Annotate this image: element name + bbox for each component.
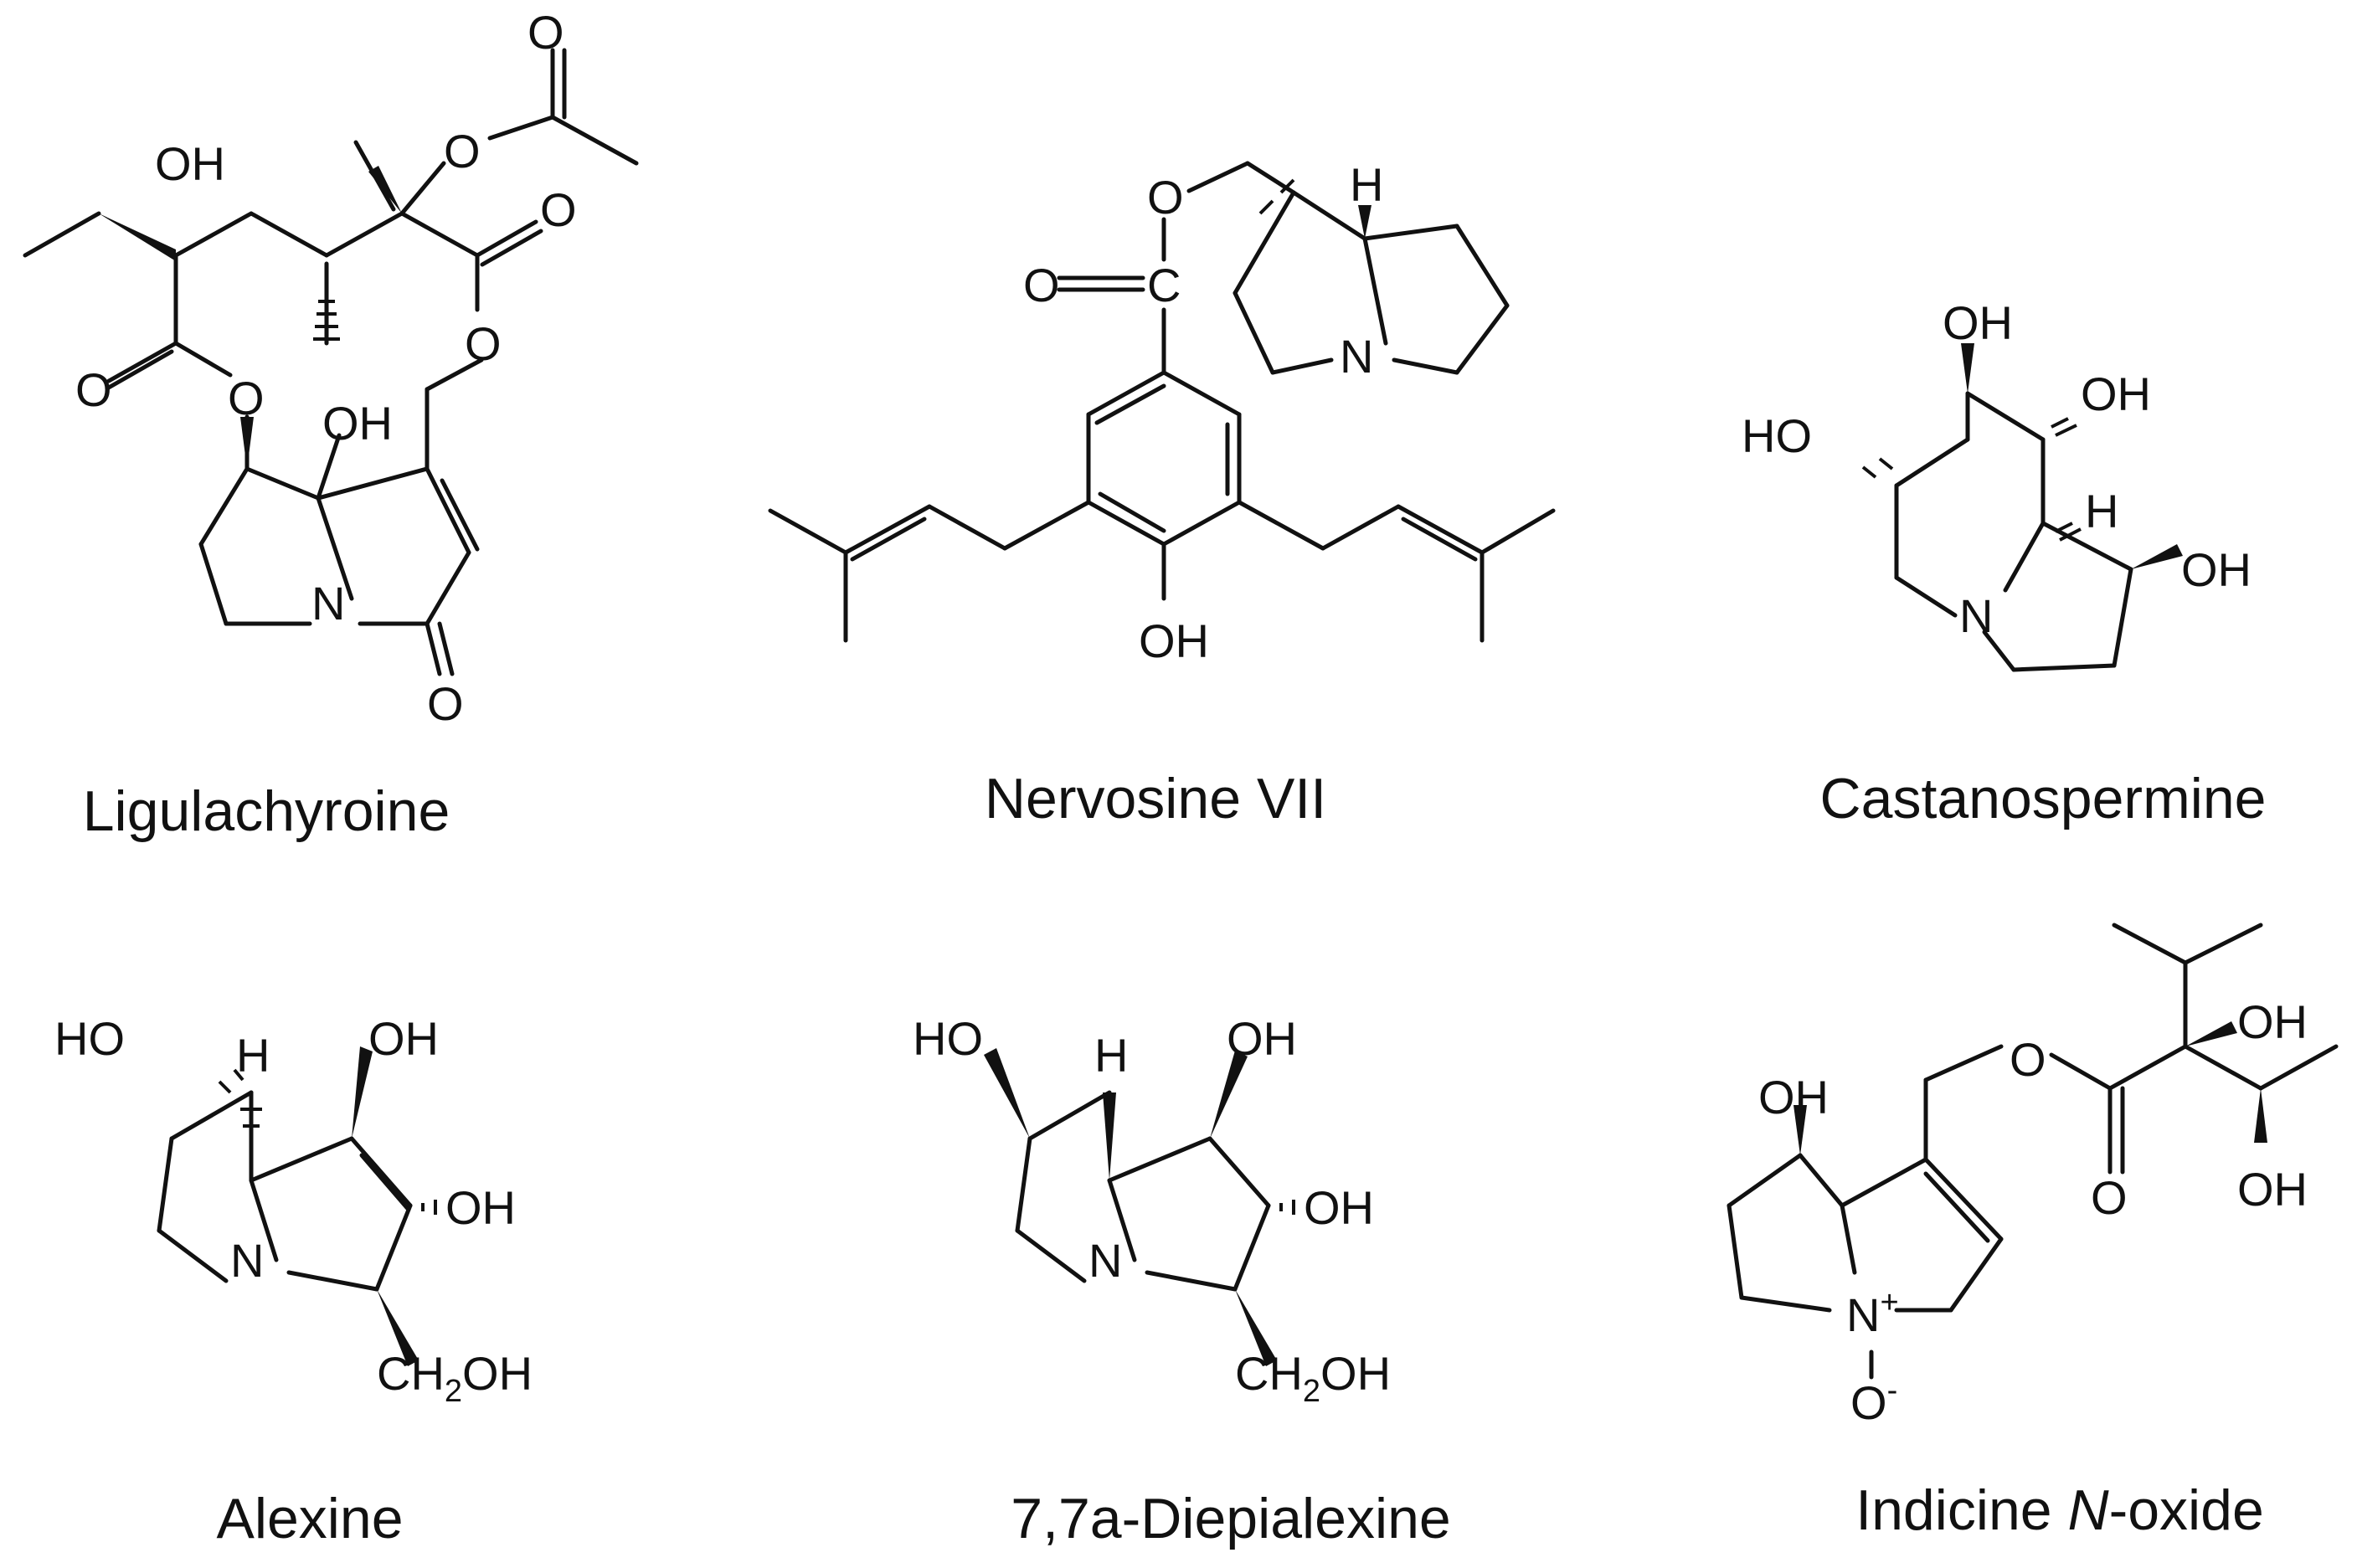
ind-oh-upper-label: OH (2237, 995, 2308, 1048)
nerv-n-label: N (1340, 330, 1373, 383)
nerv-c-label: C (1147, 259, 1181, 311)
cast-ho-left-label: HO (1742, 409, 1812, 462)
nerv-o-label: O (1147, 171, 1184, 224)
alex-h-label: H (236, 1029, 270, 1082)
diep-h-label: H (1094, 1029, 1128, 1082)
diep-n-label: N (1088, 1234, 1122, 1287)
lig-oh2-label: OH (322, 397, 393, 450)
lig-carbonyl-o-label: O (75, 363, 112, 416)
diep-oh-right-label: OH (1304, 1181, 1374, 1234)
alex-ch2oh-label: CH2OH (377, 1347, 533, 1409)
ind-o-minus-label: O- (1850, 1373, 1897, 1429)
alexine-structure (157, 1090, 413, 1292)
cast-oh-top-label: OH (1943, 296, 2013, 349)
lig-acetyl-o-label: O (527, 6, 564, 59)
hashed-bonds (218, 178, 2082, 1215)
compound-name-diepialexine: 7,7a-Diepialexine (1011, 1487, 1451, 1550)
nerv-h-label: H (1350, 158, 1383, 211)
cast-oh-lower-label: OH (2181, 543, 2252, 596)
compound-name-castanospermine: Castanospermine (1819, 767, 2267, 830)
cast-oh-right-label: OH (2081, 368, 2151, 420)
diepialexine-structure (1015, 1090, 1271, 1292)
compound-name-indicine-n-oxide: Indicine N-oxide (1855, 1478, 2264, 1542)
compound-name-ligulachyroine: Ligulachyroine (82, 779, 450, 843)
alex-ho-label: HO (54, 1012, 125, 1065)
alex-oh-top-label: OH (368, 1012, 439, 1065)
cast-n-label: N (1959, 589, 1993, 642)
alex-oh-right-label: OH (445, 1181, 516, 1234)
ind-carbonyl-o-label: O (2091, 1171, 2128, 1224)
indicine-structure (1727, 923, 2339, 1380)
nerv-oh-label: OH (1139, 614, 1209, 667)
ind-ester-o-label: O (2010, 1033, 2046, 1086)
compound-name-alexine: Alexine (216, 1487, 404, 1550)
ind-oh-lower-label: OH (2237, 1163, 2308, 1216)
nervosine-structure (768, 161, 1556, 643)
lig-ester2-o-label: O (228, 372, 265, 424)
nerv-carbonyl-o-label: O (1023, 259, 1060, 311)
lig-n-label: N (311, 577, 345, 630)
lig-acetoxy-o-label: O (444, 125, 481, 177)
ligulachyroine-structure (23, 48, 639, 676)
diep-ho-label: HO (913, 1012, 983, 1065)
lig-ring-o-label: O (465, 317, 502, 370)
lig-keto-o-label: O (427, 677, 464, 730)
ind-n-label: N+ (1846, 1285, 1899, 1341)
diep-oh-top-label: OH (1227, 1012, 1297, 1065)
compound-name-nervosine: Nervosine VII (984, 767, 1327, 830)
ind-oh-left-label: OH (1758, 1071, 1829, 1123)
lig-ester-o-label: O (540, 183, 577, 236)
lig-oh-label: OH (155, 137, 225, 190)
diep-ch2oh-label: CH2OH (1235, 1347, 1391, 1409)
cast-h-label: H (2085, 485, 2118, 537)
alex-n-label: N (230, 1234, 264, 1287)
